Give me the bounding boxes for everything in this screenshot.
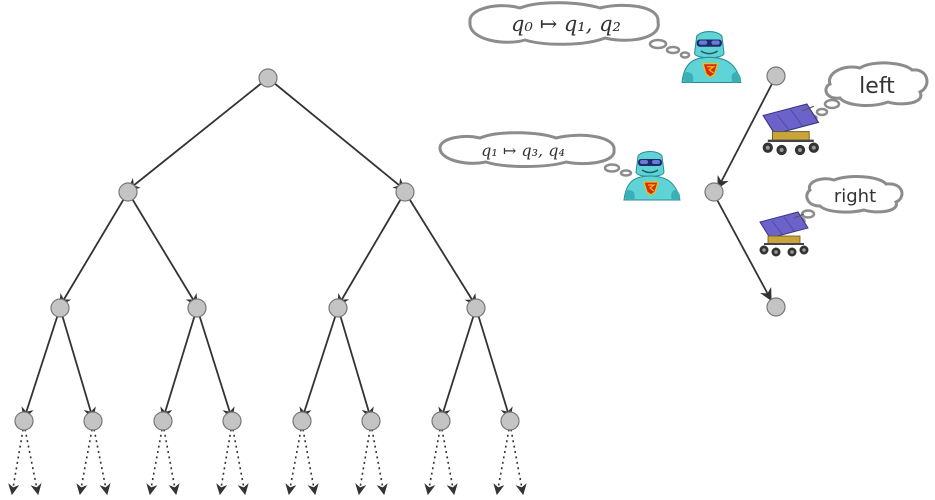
- dotted-edge: [23, 423, 42, 496]
- tree-edge: [438, 307, 477, 421]
- tree-node: [118, 182, 138, 202]
- bubble-text-left: left: [859, 74, 895, 99]
- tree-nodes: [14, 68, 520, 431]
- tree-node: [83, 411, 103, 431]
- dotted-edge: [509, 423, 527, 496]
- rover-icon: [761, 102, 821, 157]
- path-node-1: [766, 66, 786, 86]
- dotted-edge: [216, 423, 233, 496]
- tree-node: [153, 411, 173, 431]
- tree-node: [50, 298, 70, 318]
- tree-continuations: [8, 423, 527, 496]
- tree-node: [14, 411, 34, 431]
- path-edge-left: [717, 77, 776, 190]
- tree-edge: [59, 307, 96, 421]
- tree-edge: [404, 191, 477, 308]
- bubble-text-right: right: [834, 186, 876, 207]
- tree-edge: [299, 307, 339, 421]
- speech-bubble-left: left: [808, 61, 929, 122]
- dotted-edge: [493, 423, 511, 496]
- dotted-edge: [92, 423, 111, 496]
- tree-edge: [475, 307, 513, 421]
- dotted-edge: [301, 423, 319, 496]
- tree-edge: [21, 307, 61, 421]
- tree-edge: [196, 307, 235, 421]
- tree-node: [222, 411, 242, 431]
- tree-edge: [267, 77, 406, 191]
- tree-node: [328, 298, 348, 318]
- robot-icon: [623, 150, 681, 201]
- thought-text-middle: q₁ ↦ q₃, q₄: [481, 141, 565, 160]
- path-diagram: [704, 66, 786, 317]
- tree-edge: [127, 191, 198, 308]
- tree-node: [500, 411, 520, 431]
- tree-node: [187, 298, 207, 318]
- path-edge-right: [714, 195, 772, 302]
- dotted-edge: [231, 423, 249, 496]
- tree-node: [361, 411, 381, 431]
- dotted-edge: [424, 423, 442, 496]
- dotted-edge: [285, 423, 303, 496]
- thought-cloud-top: q₀ ↦ q₁, q₂: [468, 1, 691, 59]
- tree-node: [431, 411, 451, 431]
- tree-edges: [21, 77, 513, 421]
- tree-node-root: [258, 68, 278, 88]
- dotted-edge: [76, 423, 94, 496]
- tree-node: [466, 298, 486, 318]
- tree-node: [292, 411, 312, 431]
- tree-edge: [337, 191, 406, 308]
- tree-edge: [160, 307, 198, 421]
- dotted-edge: [440, 423, 458, 496]
- rover-icon: [758, 211, 810, 258]
- path-node-3: [766, 297, 786, 317]
- tree-edge: [59, 191, 129, 308]
- tree-edge: [337, 307, 374, 421]
- dotted-edge: [355, 423, 372, 496]
- dotted-edge: [370, 423, 388, 496]
- dotted-edge: [146, 423, 164, 496]
- dotted-edge: [8, 423, 25, 496]
- thought-text-top: q₀ ↦ q₁, q₂: [511, 12, 621, 36]
- tree-node: [395, 182, 415, 202]
- path-node-2: [704, 182, 724, 202]
- thought-cloud-middle: q₁ ↦ q₃, q₄: [438, 131, 633, 177]
- tree-edge: [127, 77, 269, 191]
- dotted-edge: [162, 423, 180, 496]
- robot-icon: [681, 30, 742, 84]
- speech-bubble-right: right: [788, 175, 904, 231]
